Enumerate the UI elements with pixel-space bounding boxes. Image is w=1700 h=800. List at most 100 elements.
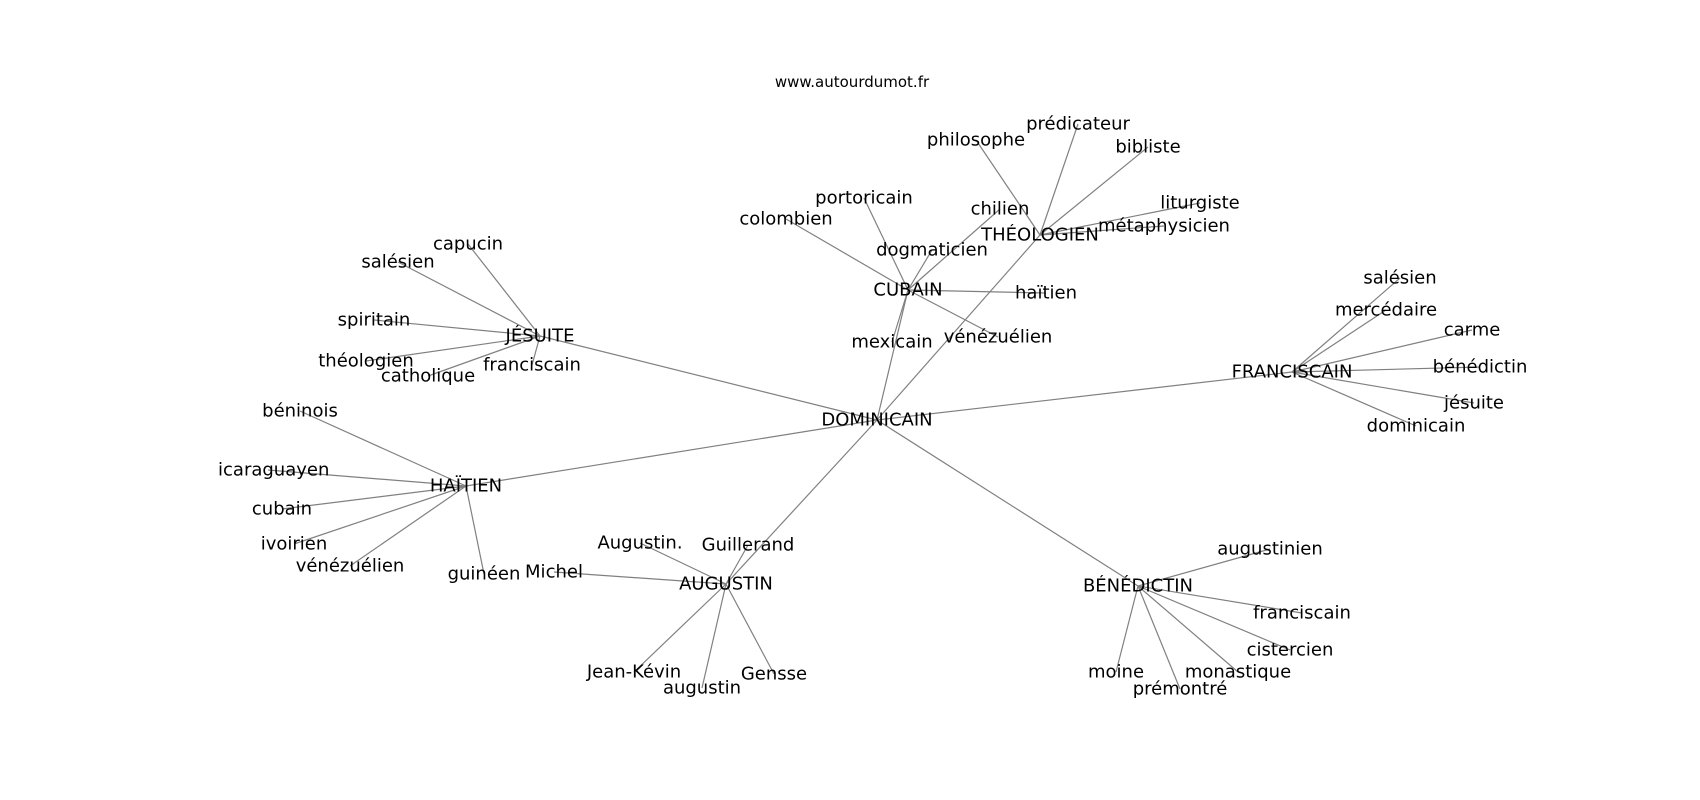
- node-leaf-franciscain-salesien[interactable]: salésien: [1363, 268, 1436, 289]
- edge-haitien-cubain: [281, 485, 467, 510]
- node-leaf-augustin-guillerand[interactable]: Guillerand: [702, 535, 795, 556]
- node-leaf-jesuite-theologien[interactable]: théologien: [318, 351, 413, 372]
- left-clip-mask: [0, 455, 218, 485]
- edge-cubain-portoricain: [863, 197, 909, 291]
- node-hub-benedictin[interactable]: BÉNÉDICTIN: [1083, 575, 1193, 597]
- edge-theologien-predicateur: [1039, 123, 1079, 236]
- node-hub-cubain[interactable]: CUBAIN: [873, 280, 942, 301]
- node-leaf-augustin-augustin-dot[interactable]: Augustin.: [597, 533, 682, 554]
- node-leaf-benedictin-franciscain[interactable]: franciscain: [1253, 603, 1351, 624]
- edge-jesuite-spiritain: [373, 319, 541, 337]
- node-leaf-franciscain-mercedaire[interactable]: mercédaire: [1335, 300, 1437, 321]
- node-leaf-theologien-predicateur[interactable]: prédicateur: [1026, 114, 1130, 135]
- node-leaf-theologien-philosophe[interactable]: philosophe: [927, 130, 1025, 151]
- edge-haitien-guineen: [465, 485, 485, 575]
- edge-haitien-ivoirien: [293, 485, 467, 545]
- node-leaf-cubain-colombien[interactable]: colombien: [739, 209, 832, 230]
- edge-franciscain-carme: [1291, 329, 1473, 373]
- node-hub-haitien[interactable]: HAÏTIEN: [430, 476, 502, 497]
- node-leaf-jesuite-catholique[interactable]: catholique: [381, 366, 475, 387]
- edge-franciscain-benedictin: [1291, 366, 1481, 373]
- edge-benedictin-franciscain: [1137, 585, 1303, 614]
- edge-jesuite-capucin: [467, 243, 541, 337]
- node-leaf-cubain-venezuelien[interactable]: vénézuélien: [944, 327, 1053, 348]
- node-leaf-augustin-augustin[interactable]: augustin: [663, 678, 741, 699]
- edge-cubain-colombien: [785, 218, 909, 291]
- node-leaf-jesuite-capucin[interactable]: capucin: [433, 234, 503, 255]
- edge-center-benedictin: [876, 419, 1139, 587]
- node-hub-franciscain[interactable]: FRANCISCAIN: [1232, 362, 1353, 383]
- node-leaf-haitien-nicaraguayen[interactable]: nicaraguayen: [207, 460, 330, 481]
- node-leaf-benedictin-monastique[interactable]: monastique: [1185, 662, 1291, 683]
- edge-jesuite-franciscain: [531, 335, 541, 366]
- edge-center-cubain: [876, 289, 909, 421]
- node-leaf-cubain-dogmaticien[interactable]: dogmaticien: [876, 240, 988, 261]
- edge-franciscain-mercedaire: [1291, 309, 1387, 373]
- edge-haitien-venezuelien: [349, 485, 467, 567]
- node-leaf-cubain-mexicain[interactable]: mexicain: [851, 332, 932, 353]
- node-leaf-franciscain-carme[interactable]: carme: [1444, 320, 1501, 341]
- edge-benedictin-moine: [1115, 585, 1139, 673]
- node-leaf-haitien-guineen[interactable]: guinéen: [448, 564, 521, 585]
- edge-theologien-philosophe: [975, 139, 1041, 236]
- edge-jesuite-theologien: [365, 335, 541, 362]
- edge-augustin-augustin: [701, 583, 727, 689]
- edge-augustin-michel: [553, 571, 727, 585]
- node-center-dominicain[interactable]: DOMINICAIN: [821, 410, 932, 431]
- node-leaf-benedictin-cistercien[interactable]: cistercien: [1247, 640, 1334, 661]
- node-leaf-haitien-beninois[interactable]: béninois: [262, 401, 338, 422]
- edge-cubain-venezuelien: [907, 289, 999, 338]
- node-leaf-theologien-metaphysicien[interactable]: métaphysicien: [1098, 216, 1230, 237]
- edge-cubain-chilien: [907, 208, 1001, 291]
- node-leaf-franciscain-jesuite[interactable]: jésuite: [1443, 393, 1504, 414]
- edge-cubain-mexicain: [891, 289, 909, 343]
- edge-theologien-metaphysicien: [1039, 225, 1165, 236]
- edge-theologien-bibliste: [1039, 146, 1149, 236]
- node-leaf-franciscain-dominicain[interactable]: dominicain: [1367, 416, 1466, 437]
- node-leaf-theologien-bibliste[interactable]: bibliste: [1115, 137, 1180, 158]
- node-hub-theologien[interactable]: THÉOLOGIEN: [980, 224, 1099, 246]
- node-leaf-benedictin-premontre[interactable]: prémontré: [1133, 679, 1228, 700]
- edge-augustin-jean-kevin: [633, 583, 727, 673]
- node-leaf-cubain-portoricain[interactable]: portoricain: [815, 188, 913, 209]
- node-hub-jesuite[interactable]: JÉSUITE: [505, 325, 575, 347]
- edge-augustin-guillerand: [725, 544, 749, 585]
- edge-cubain-dogmaticien: [907, 249, 933, 291]
- edge-theologien-liturgiste: [1039, 202, 1201, 236]
- node-leaf-haitien-cubain[interactable]: cubain: [252, 499, 312, 520]
- edge-augustin-gensse: [725, 583, 775, 675]
- edge-jesuite-salesien: [397, 261, 541, 337]
- node-leaf-benedictin-moine[interactable]: moine: [1088, 662, 1144, 683]
- node-leaf-franciscain-benedictin[interactable]: bénédictin: [1433, 357, 1528, 378]
- edge-franciscain-salesien: [1291, 277, 1401, 373]
- edge-center-theologien: [876, 234, 1041, 421]
- edge-haitien-beninois: [299, 410, 467, 487]
- node-leaf-jesuite-spiritain[interactable]: spiritain: [338, 310, 411, 331]
- node-leaf-haitien-ivoirien[interactable]: ivoirien: [261, 534, 328, 555]
- graph-edges: [267, 123, 1481, 690]
- edge-franciscain-dominicain: [1291, 371, 1417, 427]
- edge-center-franciscain: [876, 371, 1293, 421]
- edge-center-augustin: [725, 419, 878, 585]
- node-leaf-theologien-liturgiste[interactable]: liturgiste: [1160, 193, 1240, 214]
- edge-benedictin-augustinien: [1137, 548, 1271, 587]
- node-leaf-benedictin-augustinien[interactable]: augustinien: [1217, 539, 1323, 560]
- node-leaf-haitien-venezuelien[interactable]: vénézuélien: [296, 556, 405, 577]
- node-hub-augustin[interactable]: AUGUSTIN: [679, 574, 773, 595]
- edge-franciscain-jesuite: [1291, 371, 1475, 404]
- edge-benedictin-premontre: [1137, 585, 1181, 690]
- site-title: www.autourdumot.fr: [775, 73, 930, 91]
- node-leaf-cubain-haitien[interactable]: haïtien: [1015, 283, 1077, 304]
- node-leaf-augustin-gensse[interactable]: Gensse: [741, 664, 807, 685]
- edge-benedictin-cistercien: [1137, 585, 1291, 651]
- node-leaf-augustin-jean-kevin[interactable]: Jean-Kévin: [586, 662, 681, 683]
- edge-cubain-haitien: [907, 289, 1047, 294]
- edge-benedictin-monastique: [1137, 585, 1239, 673]
- node-leaf-augustin-michel[interactable]: Michel: [525, 562, 583, 583]
- node-leaf-jesuite-franciscain[interactable]: franciscain: [483, 355, 581, 376]
- node-leaf-cubain-chilien[interactable]: chilien: [971, 199, 1030, 220]
- node-leaf-jesuite-salesien[interactable]: salésien: [361, 252, 434, 273]
- edge-center-jesuite: [539, 335, 878, 421]
